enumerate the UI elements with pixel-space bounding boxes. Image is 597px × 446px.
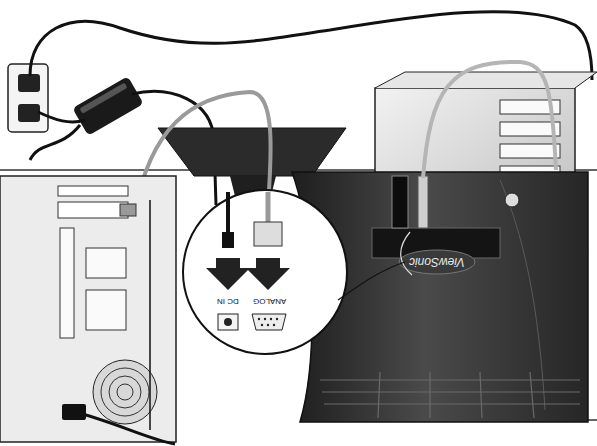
fan-ring [109, 376, 141, 408]
housing-contour [500, 180, 545, 410]
pin [276, 318, 278, 320]
vga-cable [266, 192, 271, 222]
pin [264, 318, 266, 320]
fan-ring [117, 384, 133, 400]
port-label: DC IN [217, 297, 239, 305]
pin [270, 318, 272, 320]
logo-badge [399, 250, 475, 274]
wall-outlet [8, 64, 48, 132]
power-cable [38, 112, 85, 122]
vga-cable [423, 62, 556, 178]
tower-slot [58, 186, 128, 196]
vent-line [320, 379, 580, 380]
pin [258, 318, 260, 320]
power-adapter [72, 76, 143, 136]
port-label: ANALOG [253, 297, 286, 305]
expansion-slot [500, 144, 560, 158]
vga-plug [254, 222, 282, 246]
dc-jack-pin [224, 318, 232, 326]
pointer-arrow [401, 232, 412, 275]
fan-ring [101, 368, 149, 416]
pin [261, 324, 263, 326]
tower-port [58, 202, 128, 218]
power-cable [74, 412, 175, 444]
dc-jack [218, 314, 238, 330]
fan-rings [101, 368, 149, 416]
monitor-stand [158, 128, 346, 176]
power-cable [30, 125, 80, 160]
vga-connector [120, 204, 136, 216]
down-arrow [206, 258, 250, 290]
screw [505, 193, 519, 207]
case-top [375, 72, 597, 88]
adapter-brick [72, 76, 143, 136]
vga-pins [258, 318, 278, 326]
card-slot [86, 290, 126, 330]
vent-line [322, 391, 580, 392]
outlet-plug [18, 104, 40, 122]
adapter-highlight [79, 83, 127, 114]
dc-plug [392, 176, 408, 228]
vga-plug [418, 176, 428, 228]
leader-line [338, 262, 405, 300]
card-slot [86, 248, 126, 278]
vga-port [252, 314, 286, 330]
tower-cable [149, 200, 151, 430]
pin [267, 324, 269, 326]
vent-grille [320, 372, 580, 418]
brand-logo: ViewSonic [409, 256, 465, 268]
vent-line [324, 403, 580, 404]
power-cable [30, 12, 592, 80]
magnifier-circle [183, 190, 347, 354]
dc-plug [222, 232, 234, 248]
dc-cable [226, 192, 230, 232]
fan-grille [93, 360, 157, 424]
pc-tower [0, 176, 176, 442]
down-arrow [246, 258, 290, 290]
vent-divider [378, 372, 534, 418]
io-panel [60, 228, 74, 338]
pin [273, 324, 275, 326]
outlet-plug [18, 74, 40, 92]
